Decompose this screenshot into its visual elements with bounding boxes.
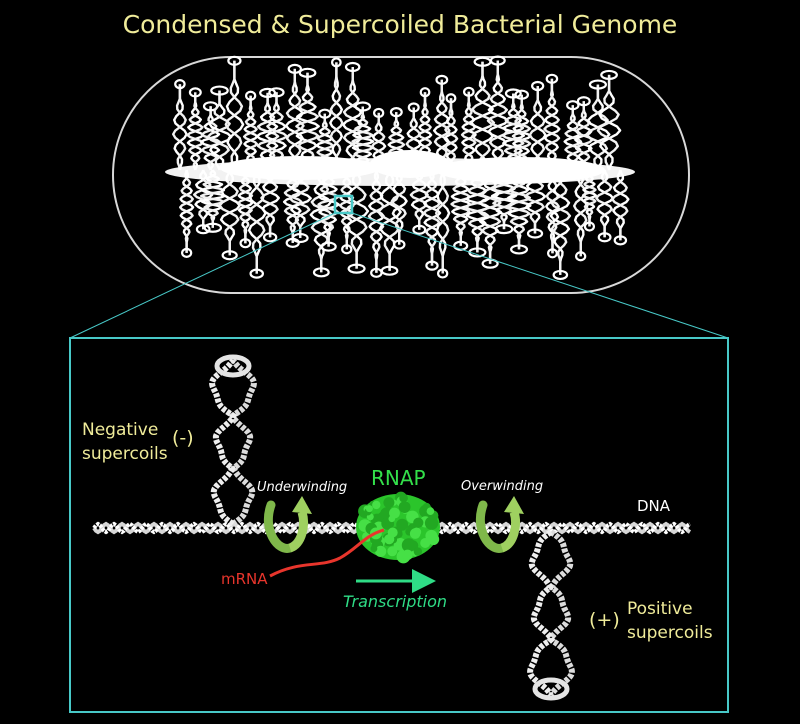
positive-symbol: (+) [589, 609, 620, 631]
zoom-line-left [69, 212, 336, 339]
transcription-label: Transcription [343, 592, 448, 611]
overwinding-arrow [475, 496, 524, 553]
positive-supercoils-label-line1: Positive [627, 599, 693, 619]
dna-label: DNA [637, 497, 671, 515]
underwinding-arrow [263, 496, 312, 553]
rnap-protein [356, 491, 440, 564]
inset-frame [69, 337, 729, 713]
overwinding-label: Overwinding [461, 479, 544, 494]
underwinding-label: Underwinding [257, 480, 348, 495]
mrna-strand [269, 528, 385, 578]
negative-supercoils-label-line2: supercoils [82, 444, 168, 464]
zoom-line-right [351, 212, 729, 339]
positive-supercoils-label-line2: supercoils [627, 623, 713, 643]
mrna-label: mRNA [221, 570, 268, 588]
rnap-label: RNAP [371, 466, 426, 490]
negative-symbol: (-) [172, 427, 194, 449]
negative-supercoils-label-line1: Negative [82, 420, 159, 440]
zoom-highlight-box [333, 194, 354, 215]
diagram-title: Condensed & Supercoiled Bacterial Genome [122, 10, 678, 39]
nucleoid-core [165, 150, 635, 186]
